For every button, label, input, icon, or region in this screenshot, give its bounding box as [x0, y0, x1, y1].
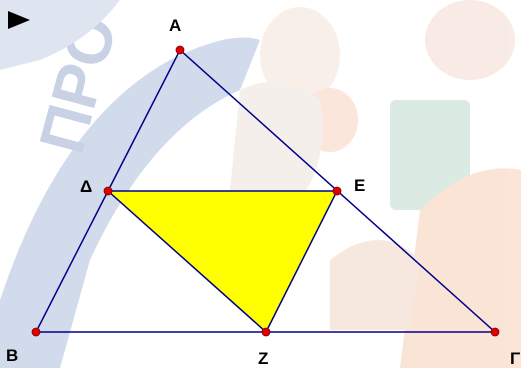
point-a[interactable] [175, 45, 185, 55]
label-e: Ε [354, 176, 365, 195]
point-e[interactable] [332, 186, 342, 196]
label-g: Γ [510, 349, 520, 368]
point-g[interactable] [490, 327, 500, 337]
point-d[interactable] [103, 186, 113, 196]
play-triangle-icon[interactable] [8, 11, 30, 29]
label-b: Β [6, 346, 18, 365]
label-a: Α [169, 16, 181, 35]
label-z: Ζ [258, 349, 268, 368]
medial-triangle-fill [106, 190, 339, 334]
point-b[interactable] [31, 327, 41, 337]
label-d: Δ [80, 177, 92, 196]
point-z[interactable] [261, 327, 271, 337]
